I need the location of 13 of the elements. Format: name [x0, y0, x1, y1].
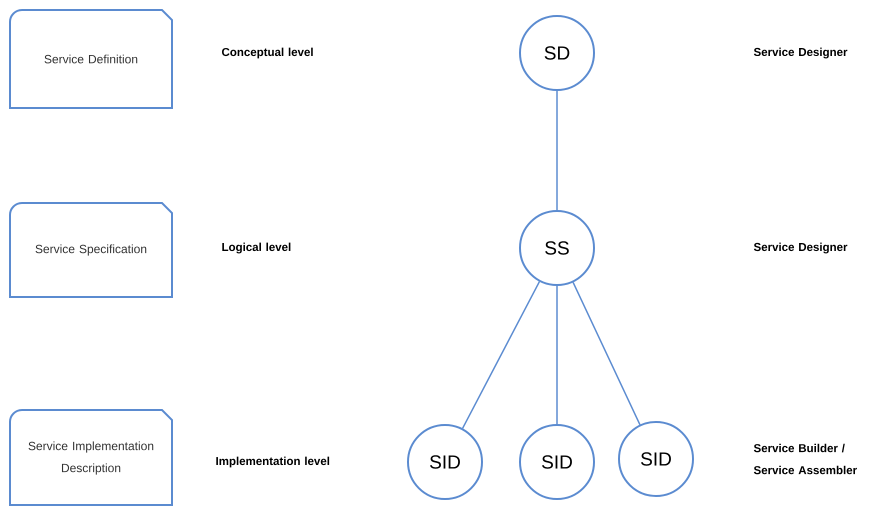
connector-line [572, 282, 641, 425]
level-label: Implementation level [216, 456, 330, 468]
level-label: Service Designer [754, 48, 848, 58]
level-label: Service Builder / Service Assembler [754, 444, 857, 474]
connector-line [462, 281, 540, 429]
connector-line [556, 91, 558, 210]
service-box: Service Implementation Description [9, 409, 173, 506]
level-label: Conceptual level [222, 48, 313, 58]
service-box: Service Definition [9, 9, 173, 109]
service-box: Service Specification [9, 202, 173, 298]
level-label: Logical level [222, 242, 290, 254]
connector-line [556, 286, 558, 424]
level-label: Service Designer [754, 242, 848, 254]
